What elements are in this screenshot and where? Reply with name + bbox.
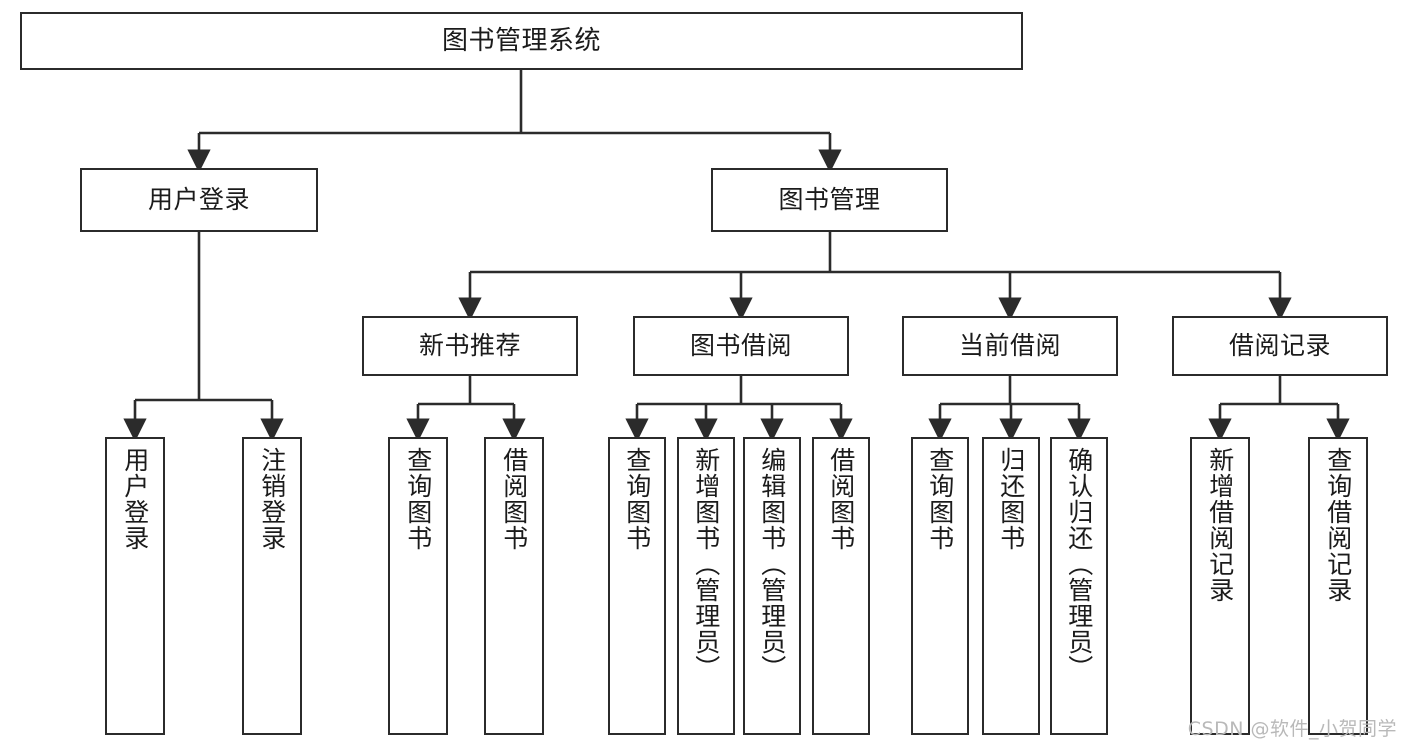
node-leaf-add-book[interactable]: 新增图书（管理员） [677,437,735,735]
node-new-book-recommend[interactable]: 新书推荐 [362,316,578,376]
node-label: 查询图书 [403,447,433,551]
node-root-system[interactable]: 图书管理系统 [20,12,1023,70]
node-leaf-query-book-3[interactable]: 查询图书 [911,437,969,735]
node-label: 新增借阅记录 [1205,447,1235,603]
node-label: 借阅记录 [1228,331,1331,361]
node-label: 注销登录 [257,447,287,551]
node-user-login[interactable]: 用户登录 [80,168,318,232]
node-label: 图书管理 [778,185,881,215]
node-leaf-query-record[interactable]: 查询借阅记录 [1308,437,1368,735]
node-label: 当前借阅 [958,331,1061,361]
node-label: 查询图书 [925,447,955,551]
node-borrow-record[interactable]: 借阅记录 [1172,316,1388,376]
node-label: 新增图书（管理员） [691,447,721,681]
node-label: 图书借阅 [689,331,792,361]
watermark: CSDN @软件_小贺同学 [1187,718,1397,740]
node-label: 用户登录 [147,185,250,215]
node-leaf-return-book[interactable]: 归还图书 [982,437,1040,735]
node-book-manage[interactable]: 图书管理 [711,168,948,232]
node-label: 新书推荐 [418,331,521,361]
node-label: 借阅图书 [826,447,856,551]
node-label: 借阅图书 [499,447,529,551]
node-label: 归还图书 [996,447,1026,551]
node-label: 查询借阅记录 [1323,447,1353,603]
node-leaf-logout[interactable]: 注销登录 [242,437,302,735]
node-leaf-query-book-1[interactable]: 查询图书 [388,437,448,735]
node-book-borrow[interactable]: 图书借阅 [633,316,849,376]
node-leaf-user-login[interactable]: 用户登录 [105,437,165,735]
node-label: 确认归还（管理员） [1064,447,1094,681]
node-leaf-query-book-2[interactable]: 查询图书 [608,437,666,735]
node-current-borrow[interactable]: 当前借阅 [902,316,1118,376]
node-label: 编辑图书（管理员） [757,447,787,681]
node-leaf-add-record[interactable]: 新增借阅记录 [1190,437,1250,735]
node-leaf-edit-book[interactable]: 编辑图书（管理员） [743,437,801,735]
node-label: 用户登录 [120,447,150,551]
node-leaf-confirm-return[interactable]: 确认归还（管理员） [1050,437,1108,735]
node-label: 图书管理系统 [441,25,601,56]
node-leaf-borrow-book-1[interactable]: 借阅图书 [484,437,544,735]
node-label: 查询图书 [622,447,652,551]
node-leaf-borrow-book-2[interactable]: 借阅图书 [812,437,870,735]
